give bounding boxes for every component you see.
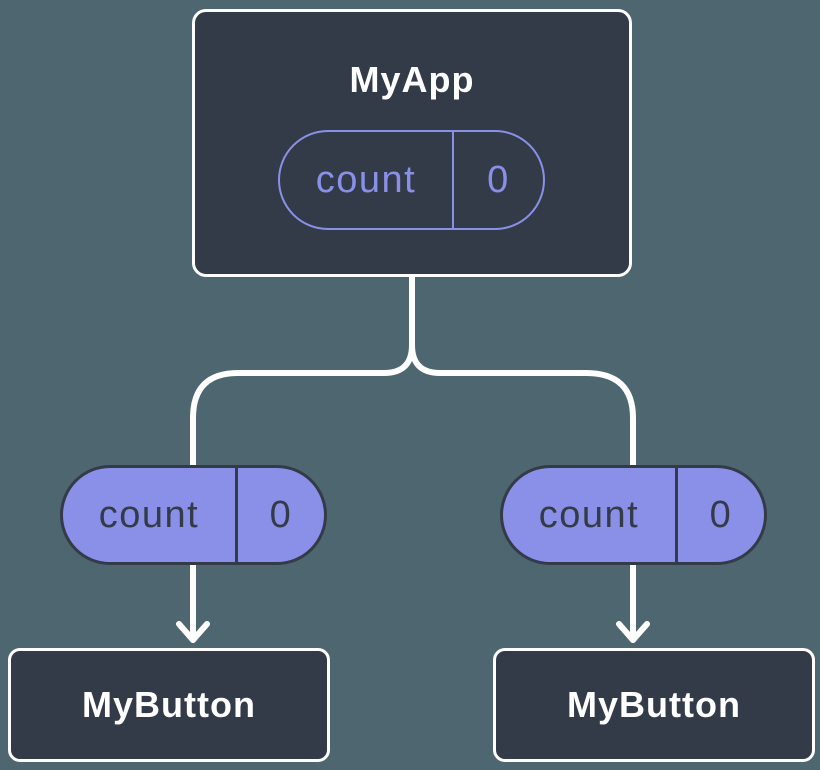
root-to-right-child-connector [409,273,636,643]
right-arrowhead [616,621,650,643]
myapp-label: MyApp [349,59,475,100]
state-pill-value: 0 [452,132,543,228]
mybutton-node-left: MyButton [8,648,330,762]
mybutton-left-label: MyButton [82,684,256,725]
right-prop-pill-value: 0 [675,468,764,562]
right-prop-pill: count 0 [500,465,767,565]
right-prop-pill-name: count [538,493,640,536]
myapp-node: MyApp count 0 [192,9,632,277]
left-prop-pill-name: count [98,493,200,536]
state-pill-name: count [315,158,417,201]
mybutton-right-label: MyButton [567,684,741,725]
left-prop-pill: count 0 [60,465,327,565]
root-to-left-child-connector [190,273,415,643]
myapp-state-pill: count 0 [278,130,545,230]
left-prop-pill-value: 0 [235,468,324,562]
left-arrowhead [176,621,210,643]
mybutton-node-right: MyButton [493,648,815,762]
